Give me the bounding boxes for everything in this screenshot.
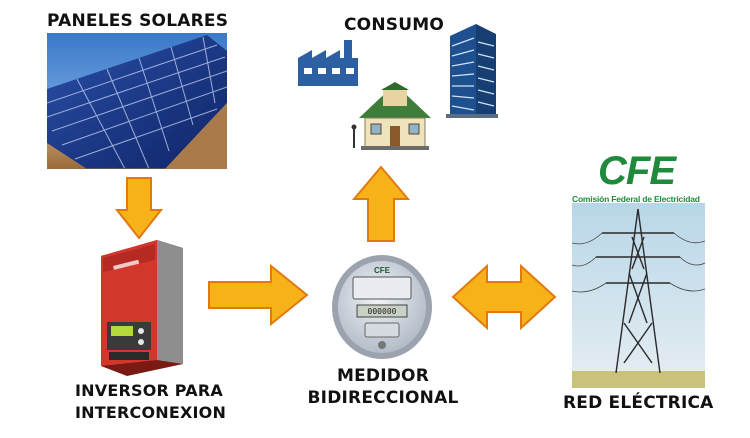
solar-panels-image (46, 33, 228, 170)
bidirectional-meter-image: 000000 CFE (331, 253, 434, 361)
grid-label: RED ELÉCTRICA (563, 393, 714, 413)
inverter-label-line1: INVERSOR PARA (75, 381, 223, 400)
meter-brand-text: CFE (374, 266, 391, 275)
transmission-tower-image (571, 203, 706, 388)
cfe-logo: CFE (598, 149, 676, 193)
factory-icon (298, 40, 358, 86)
cfe-subtitle: Comisión Federal de Electricidad (572, 194, 700, 204)
arrow-right-icon (208, 263, 309, 327)
arrow-bidirectional-icon (451, 263, 557, 331)
arrow-down-icon (115, 177, 163, 240)
meter-reading-text: 000000 (368, 307, 397, 316)
inverter-image (97, 238, 192, 378)
inverter-label-line2: INTERCONEXION (75, 403, 227, 422)
consumption-label: CONSUMO (344, 15, 444, 35)
office-building-icon (446, 24, 498, 118)
meter-label-line2: BIDIRECCIONAL (307, 388, 459, 408)
meter-label-line1: MEDIDOR (336, 366, 430, 386)
arrow-up-icon (352, 165, 410, 242)
solar-panels-label: PANELES SOLARES (47, 11, 229, 31)
house-icon (351, 82, 431, 150)
